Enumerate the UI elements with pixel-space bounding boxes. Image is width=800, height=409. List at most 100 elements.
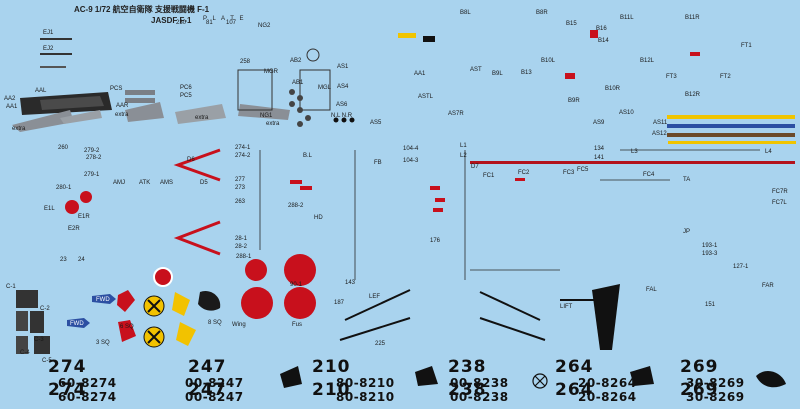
label-d6: D6 (187, 157, 195, 163)
instrument-panel-parts (237, 48, 355, 127)
label-ng2: NG2 (258, 23, 271, 29)
label-ams: AMS (160, 180, 174, 186)
label-263: 263 (235, 199, 246, 205)
serial-code: 274 (48, 380, 87, 400)
serial-number: 80-8210 (336, 376, 395, 390)
label-ft3: FT3 (666, 74, 677, 80)
label-hd: HD (314, 215, 323, 221)
label-b9l: B9L (492, 71, 503, 77)
label-far: FAR (762, 283, 774, 289)
label-90-1: 90-1 (290, 282, 303, 288)
serial-number: 30-8269 (686, 390, 745, 404)
label-l4: L4 (765, 149, 772, 155)
label-b14: B14 (598, 38, 609, 44)
label-134: 134 (594, 146, 605, 152)
label-279-1: 279-1 (84, 172, 100, 178)
serial-code: 264 (555, 357, 594, 377)
serial-number: 60-8274 (58, 376, 117, 390)
label-193-3: 193-3 (702, 251, 718, 257)
label-b12l: B12L (640, 58, 655, 64)
warning-stripes-top (398, 30, 598, 79)
label-c2: C-2 (40, 306, 50, 312)
label-fb: FB (374, 160, 382, 166)
label-b11l: B11L (620, 15, 634, 21)
serial-code: 264 (555, 380, 594, 400)
label-aa1-2: AA1 (414, 71, 426, 77)
label-as11: AS11 (653, 120, 668, 126)
label-amj: AMJ (113, 180, 125, 186)
label-aa1: AA1 (6, 104, 18, 110)
label-8sq: 8 SQ (208, 320, 222, 326)
label-b12r: B12R (685, 92, 701, 98)
label-279-2: 279-2 (84, 148, 100, 154)
label-81: 81 (206, 20, 213, 26)
label-23: 23 (60, 257, 67, 263)
label-d7: D7 (471, 164, 479, 170)
serial-code: 247 (188, 380, 227, 400)
label-b10r: B10R (605, 86, 621, 92)
label-24: 24 (78, 257, 85, 263)
label-fc5: FC5 (577, 167, 589, 173)
serial-number: 00-8238 (450, 390, 509, 404)
label-ng1: NG1 (260, 113, 273, 119)
label-143: 143 (345, 280, 356, 286)
label-extra-2: extra (115, 112, 129, 118)
serial-insignia (280, 366, 786, 389)
label-d5: D5 (200, 180, 208, 186)
label-mgl: MGL (318, 85, 332, 91)
label-b8l: B8L (460, 10, 471, 16)
fwd-arrow-decals (67, 294, 116, 328)
hinomaru-roundels (153, 254, 316, 319)
label-258: 258 (240, 59, 251, 65)
sheet-title: AC-9 1/72 航空自衛隊 支援戦闘機 F-1 (74, 5, 210, 14)
label-274-2: 274-2 (235, 153, 251, 159)
label-6sq: 6 SQ (120, 324, 134, 330)
label-pc5: PC5 (180, 93, 192, 99)
label-288-1: 288-1 (236, 254, 252, 260)
label-as6: AS6 (336, 102, 348, 108)
label-fc2: FC2 (518, 170, 530, 176)
label-aa2: AA2 (4, 96, 16, 102)
label-fwd-2: FWD (70, 321, 84, 327)
label-as9: AS9 (593, 120, 605, 126)
label-fc7r: FC7R (772, 189, 788, 195)
serial-code: 269 (680, 380, 719, 400)
label-ej1: EJ1 (43, 30, 54, 36)
label-as10: AS10 (619, 110, 634, 116)
label-fc4: FC4 (643, 172, 655, 178)
label-274-1: 274-1 (235, 145, 251, 151)
fuselage-stripes (470, 115, 796, 164)
label-ta: TA (683, 177, 691, 183)
label-ast: AST (470, 67, 482, 73)
label-c4: C-4 (20, 350, 30, 356)
label-l2: L2 (460, 153, 467, 159)
label-bl: B.L (303, 153, 313, 159)
label-extra-1: extra (12, 126, 26, 132)
label-273: 273 (235, 185, 246, 191)
cockpit-panel-decals (16, 290, 50, 354)
label-278-2: 278-2 (86, 155, 102, 161)
label-fus: Fus (292, 322, 303, 328)
label-l3: L3 (631, 149, 638, 155)
ej-strips (40, 38, 72, 68)
label-as7r: AS7R (448, 111, 464, 117)
label-as5: AS5 (370, 120, 382, 126)
label-ft2: FT2 (720, 74, 731, 80)
plate-word: P L A T E (203, 16, 246, 22)
label-104-3: 104-3 (403, 158, 419, 164)
label-as1: AS1 (337, 64, 349, 70)
label-151: 151 (705, 302, 716, 308)
label-288-2: 288-2 (288, 203, 304, 209)
label-ej2: EJ2 (43, 46, 54, 52)
label-176: 176 (430, 238, 441, 244)
label-nlnr: N.L N.R (331, 113, 353, 119)
label-b9r: B9R (568, 98, 580, 104)
squadron-insignia (65, 191, 221, 348)
label-ab2: AB2 (290, 58, 302, 64)
label-193-1: 193-1 (702, 243, 718, 249)
label-ft1: FT1 (741, 43, 752, 49)
serial-number: 60-8274 (58, 390, 117, 404)
label-wing: Wing (232, 322, 246, 328)
sheet-subtitle: JASDF F-1 (151, 16, 192, 25)
